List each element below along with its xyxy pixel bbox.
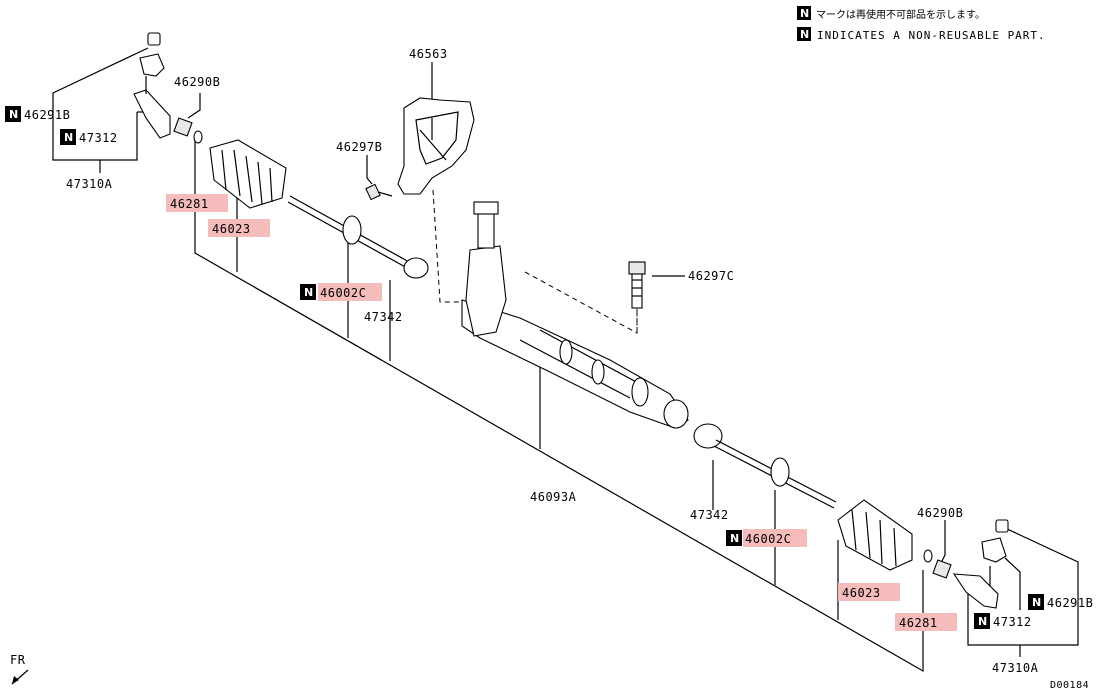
label-46002c-right: 46002C [745,532,791,546]
direction-indicator: FR [10,653,29,685]
label-46291b-left: 46291B [24,108,70,122]
arrow-head-icon [12,676,19,684]
label-46023-left: 46023 [212,222,251,236]
highlight [838,583,900,601]
label-47310a-left: 47310A [66,177,113,191]
label-47310a-right: 47310A [992,661,1039,675]
heat-shield-part [397,97,475,195]
label-46281-left: 46281 [170,197,209,211]
label-46281-right: 46281 [899,616,938,630]
highlight [166,194,228,212]
non-reusable-badge-icon [300,284,316,300]
label-46291b-right: 46291B [1047,596,1093,610]
legend-badge-letter: N [800,28,809,41]
non-reusable-badge-icon [5,106,21,122]
label-46093a: 46093A [530,490,577,504]
label-47342-left: 47342 [364,310,403,324]
badge-letter: N [304,286,313,299]
drawing-code: D00184 [1050,680,1089,691]
label-46002c-left: 46002C [320,286,366,300]
bolt-46297b-part [365,183,393,201]
non-reusable-badge-icon [726,530,742,546]
label-46290b-left: 46290B [174,75,220,89]
label-46297b: 46297B [336,140,382,154]
legend-japanese-text: マークは再使用不可部品を示します。 [816,8,985,21]
right-parts [693,423,1009,609]
badge-letter: N [64,131,73,144]
gear-housing-part [461,201,689,429]
label-46290b-right: 46290B [917,506,963,520]
badge-letter: N [978,615,987,628]
label-47312-right: 47312 [993,615,1032,629]
legend-badge-letter: N [800,7,809,20]
left-parts [133,32,429,279]
non-reusable-badge-icon [797,6,811,20]
non-reusable-badge-icon [60,129,76,145]
front-direction-label: FR [10,653,26,667]
highlight [743,529,807,547]
part-labels: 46563 46297B 46297C 46290B N 46291B N 47… [5,47,1093,675]
label-47312-left: 47312 [79,131,118,145]
legend: N マークは再使用不可部品を示します。 N INDICATES A NON-RE… [797,6,1046,42]
badge-letter: N [1032,596,1041,609]
badge-letter: N [730,532,739,545]
bolt-46297c-part [628,261,646,309]
highlight [208,219,270,237]
label-46563: 46563 [409,47,448,61]
non-reusable-badge-icon [974,613,990,629]
label-47342-right: 47342 [690,508,729,522]
non-reusable-badge-icon [1028,594,1044,610]
label-46297c: 46297C [688,269,734,283]
label-46023-right: 46023 [842,586,881,600]
non-reusable-badge-icon [797,27,811,41]
legend-english-text: INDICATES A NON-REUSABLE PART. [817,29,1046,42]
badge-letter: N [9,108,18,121]
highlight [895,613,957,631]
highlight [318,283,382,301]
